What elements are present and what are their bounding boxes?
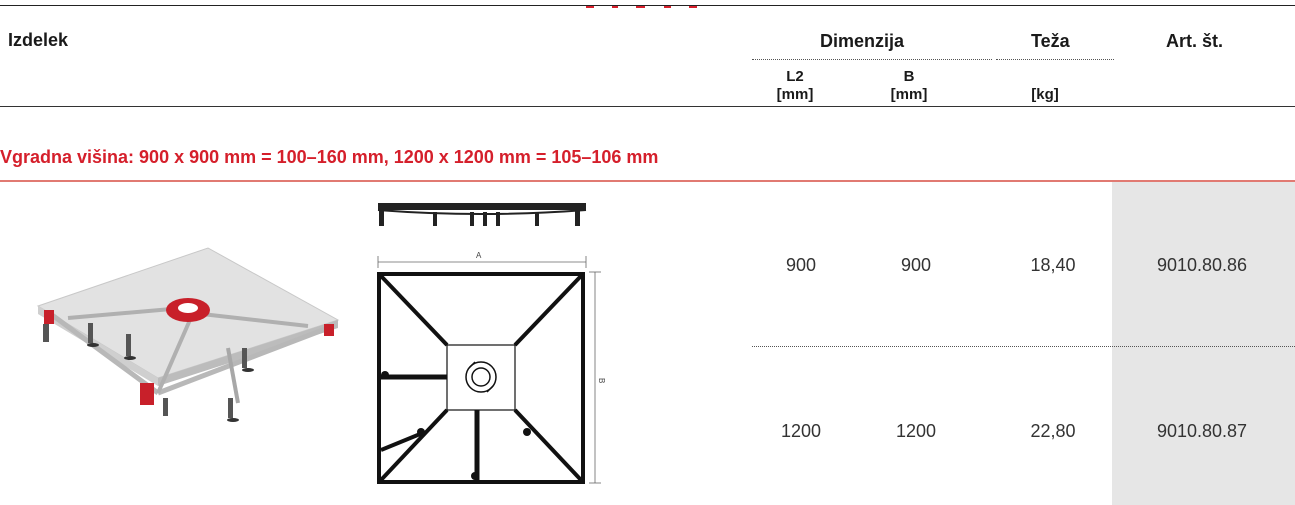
header-b-unit: [mm] [890, 86, 928, 103]
header-article: Art. št. [1166, 31, 1224, 51]
row-1-l2: 900 [785, 255, 817, 275]
header-b: B [mm] [874, 68, 944, 104]
row-2-l2: 1200 [780, 421, 822, 441]
header-weight-unit: [kg] [1031, 86, 1059, 103]
top-rule [0, 5, 1295, 6]
header-b-label: B [903, 68, 915, 85]
section-rule [0, 180, 1295, 182]
header-l2-label: L2 [786, 68, 804, 85]
section-title: Vgradna višina: 900 x 900 mm = 100–160 m… [0, 147, 659, 167]
header-l2-unit: [mm] [776, 86, 814, 103]
row-1-b: 900 [900, 255, 932, 275]
dimension-label-a: A [476, 251, 482, 260]
row-1-weight: 18,40 [1030, 255, 1076, 275]
row-2-weight: 22,80 [1030, 421, 1076, 441]
header-bottom-rule [0, 106, 1295, 107]
header-dimension: Dimenzija [820, 31, 905, 51]
article-column-background [1112, 182, 1295, 505]
header-l2: L2 [mm] [760, 68, 830, 104]
clipped-heading-fragment [584, 0, 714, 8]
header-weight-divider [996, 59, 1114, 60]
technical-drawing: A B [375, 200, 610, 495]
header-dimension-divider [752, 59, 992, 60]
header-product: Izdelek [8, 30, 69, 50]
row-2-article: 9010.80.87 [1156, 421, 1248, 441]
row-divider [752, 346, 1295, 347]
header-weight: Teža [1031, 31, 1070, 51]
row-1-article: 9010.80.86 [1156, 255, 1248, 275]
product-photo [8, 228, 348, 428]
dimension-label-b: B [597, 378, 606, 383]
row-2-b: 1200 [895, 421, 937, 441]
